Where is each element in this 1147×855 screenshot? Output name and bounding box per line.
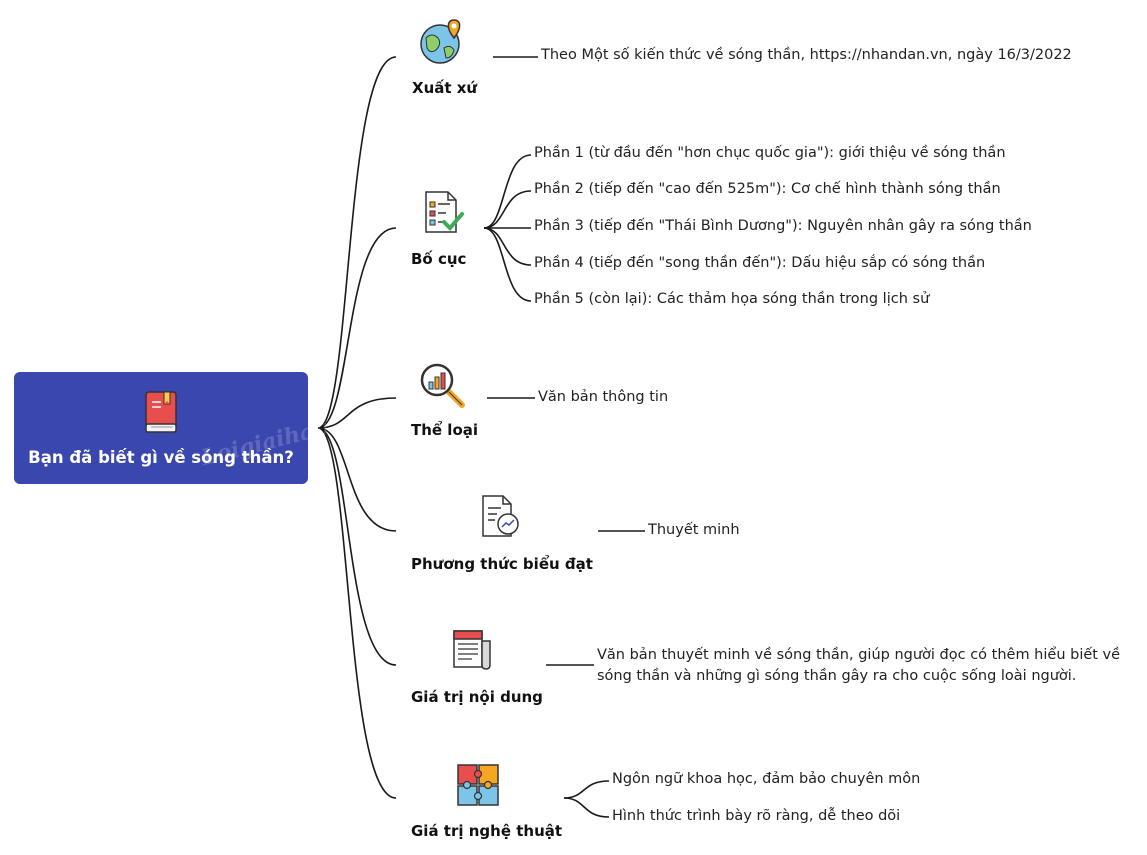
- leaf-gia-tri-nghe-thuat-0: Ngôn ngữ khoa học, đảm bảo chuyên môn: [612, 771, 921, 787]
- leaf-bo-cuc-0: Phần 1 (từ đầu đến "hơn chục quốc gia"):…: [534, 145, 1006, 161]
- leaf-line-bo-cuc-0: [483, 154, 532, 229]
- leaf-line-bo-cuc-4: [483, 227, 532, 302]
- globe-pin-icon: [420, 19, 461, 64]
- trunk-line-0: [317, 56, 397, 429]
- trunk-line-2: [317, 397, 397, 429]
- branch-label-phuong-thuc[interactable]: Phương thức biểu đạt: [411, 555, 593, 573]
- branch-label-bo-cuc[interactable]: Bố cục: [411, 250, 467, 268]
- leaf-line-bo-cuc-3: [483, 227, 532, 266]
- branch-label-gia-tri-noi-dung[interactable]: Giá trị nội dung: [411, 688, 543, 706]
- checklist-icon: [425, 191, 464, 233]
- trunk-line-1: [317, 227, 397, 429]
- leaf-bo-cuc-3: Phần 4 (tiếp đến "song thần đến"): Dấu h…: [534, 255, 986, 271]
- trunk-line-4: [317, 427, 397, 666]
- root-title: Bạn đã biết gì về sóng thần?: [28, 447, 294, 467]
- leaf-the-loai-0: Văn bản thông tin: [538, 389, 669, 405]
- book-icon: [145, 390, 177, 433]
- trunk-line-5: [317, 427, 397, 799]
- branch-label-gia-tri-nghe-thuat[interactable]: Giá trị nghệ thuật: [411, 822, 563, 840]
- puzzle-icon: [457, 764, 499, 806]
- root-node[interactable]: Bạn đã biết gì về sóng thần?: [14, 372, 308, 484]
- leaf-bo-cuc-4: Phần 5 (còn lại): Các thảm họa sóng thần…: [534, 291, 930, 307]
- leaf-gia-tri-noi-dung-0: Văn bản thuyết minh về sóng thần, giúp n…: [597, 647, 1121, 684]
- leaf-gia-tri-nghe-thuat-1: Hình thức trình bày rõ ràng, dễ theo dõi: [612, 808, 901, 824]
- leaf-bo-cuc-1: Phần 2 (tiếp đến "cao đến 525m"): Cơ chế…: [534, 181, 1001, 197]
- branch-label-the-loai[interactable]: Thể loại: [411, 421, 479, 439]
- newspaper-icon: [453, 630, 491, 670]
- branch-label-xuat-xu[interactable]: Xuất xứ: [412, 79, 478, 97]
- trunk-line-3: [317, 427, 397, 532]
- magnifier-chart-icon: [420, 363, 465, 408]
- leaf-bo-cuc-2: Phần 3 (tiếp đến "Thái Bình Dương"): Ngu…: [534, 218, 1032, 234]
- leaf-line-gia-tri-nghe-thuat-1: [563, 797, 610, 818]
- document-chart-icon: [482, 495, 519, 537]
- leaf-xuat-xu-0: Theo Một số kiến thức về sóng thần, http…: [541, 47, 1072, 63]
- leaf-line-bo-cuc-1: [483, 190, 532, 229]
- leaf-line-gia-tri-nghe-thuat-0: [563, 780, 610, 799]
- leaf-phuong-thuc-0: Thuyết minh: [648, 522, 740, 538]
